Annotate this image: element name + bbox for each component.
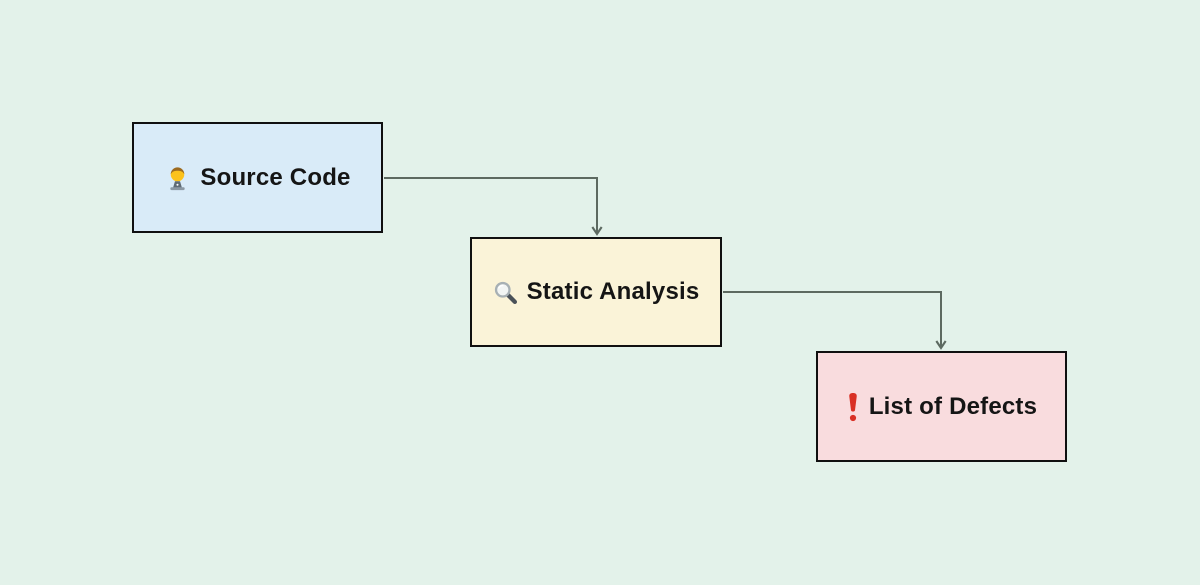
magnifying-glass-icon [493, 280, 518, 305]
edge-analysis-to-defects [723, 291, 947, 350]
node-source-code[interactable]: Source Code [132, 122, 383, 233]
node-label: Static Analysis [526, 278, 700, 305]
node-label: Source Code [200, 163, 351, 191]
red-exclamation-icon [846, 392, 860, 422]
node-label: List of Defects [868, 392, 1038, 420]
node-static-analysis[interactable]: Static Analysis [470, 237, 722, 347]
technologist-icon [164, 164, 191, 191]
node-list-of-defects[interactable]: List of Defects [816, 351, 1067, 462]
edge-source-to-analysis [384, 177, 603, 236]
